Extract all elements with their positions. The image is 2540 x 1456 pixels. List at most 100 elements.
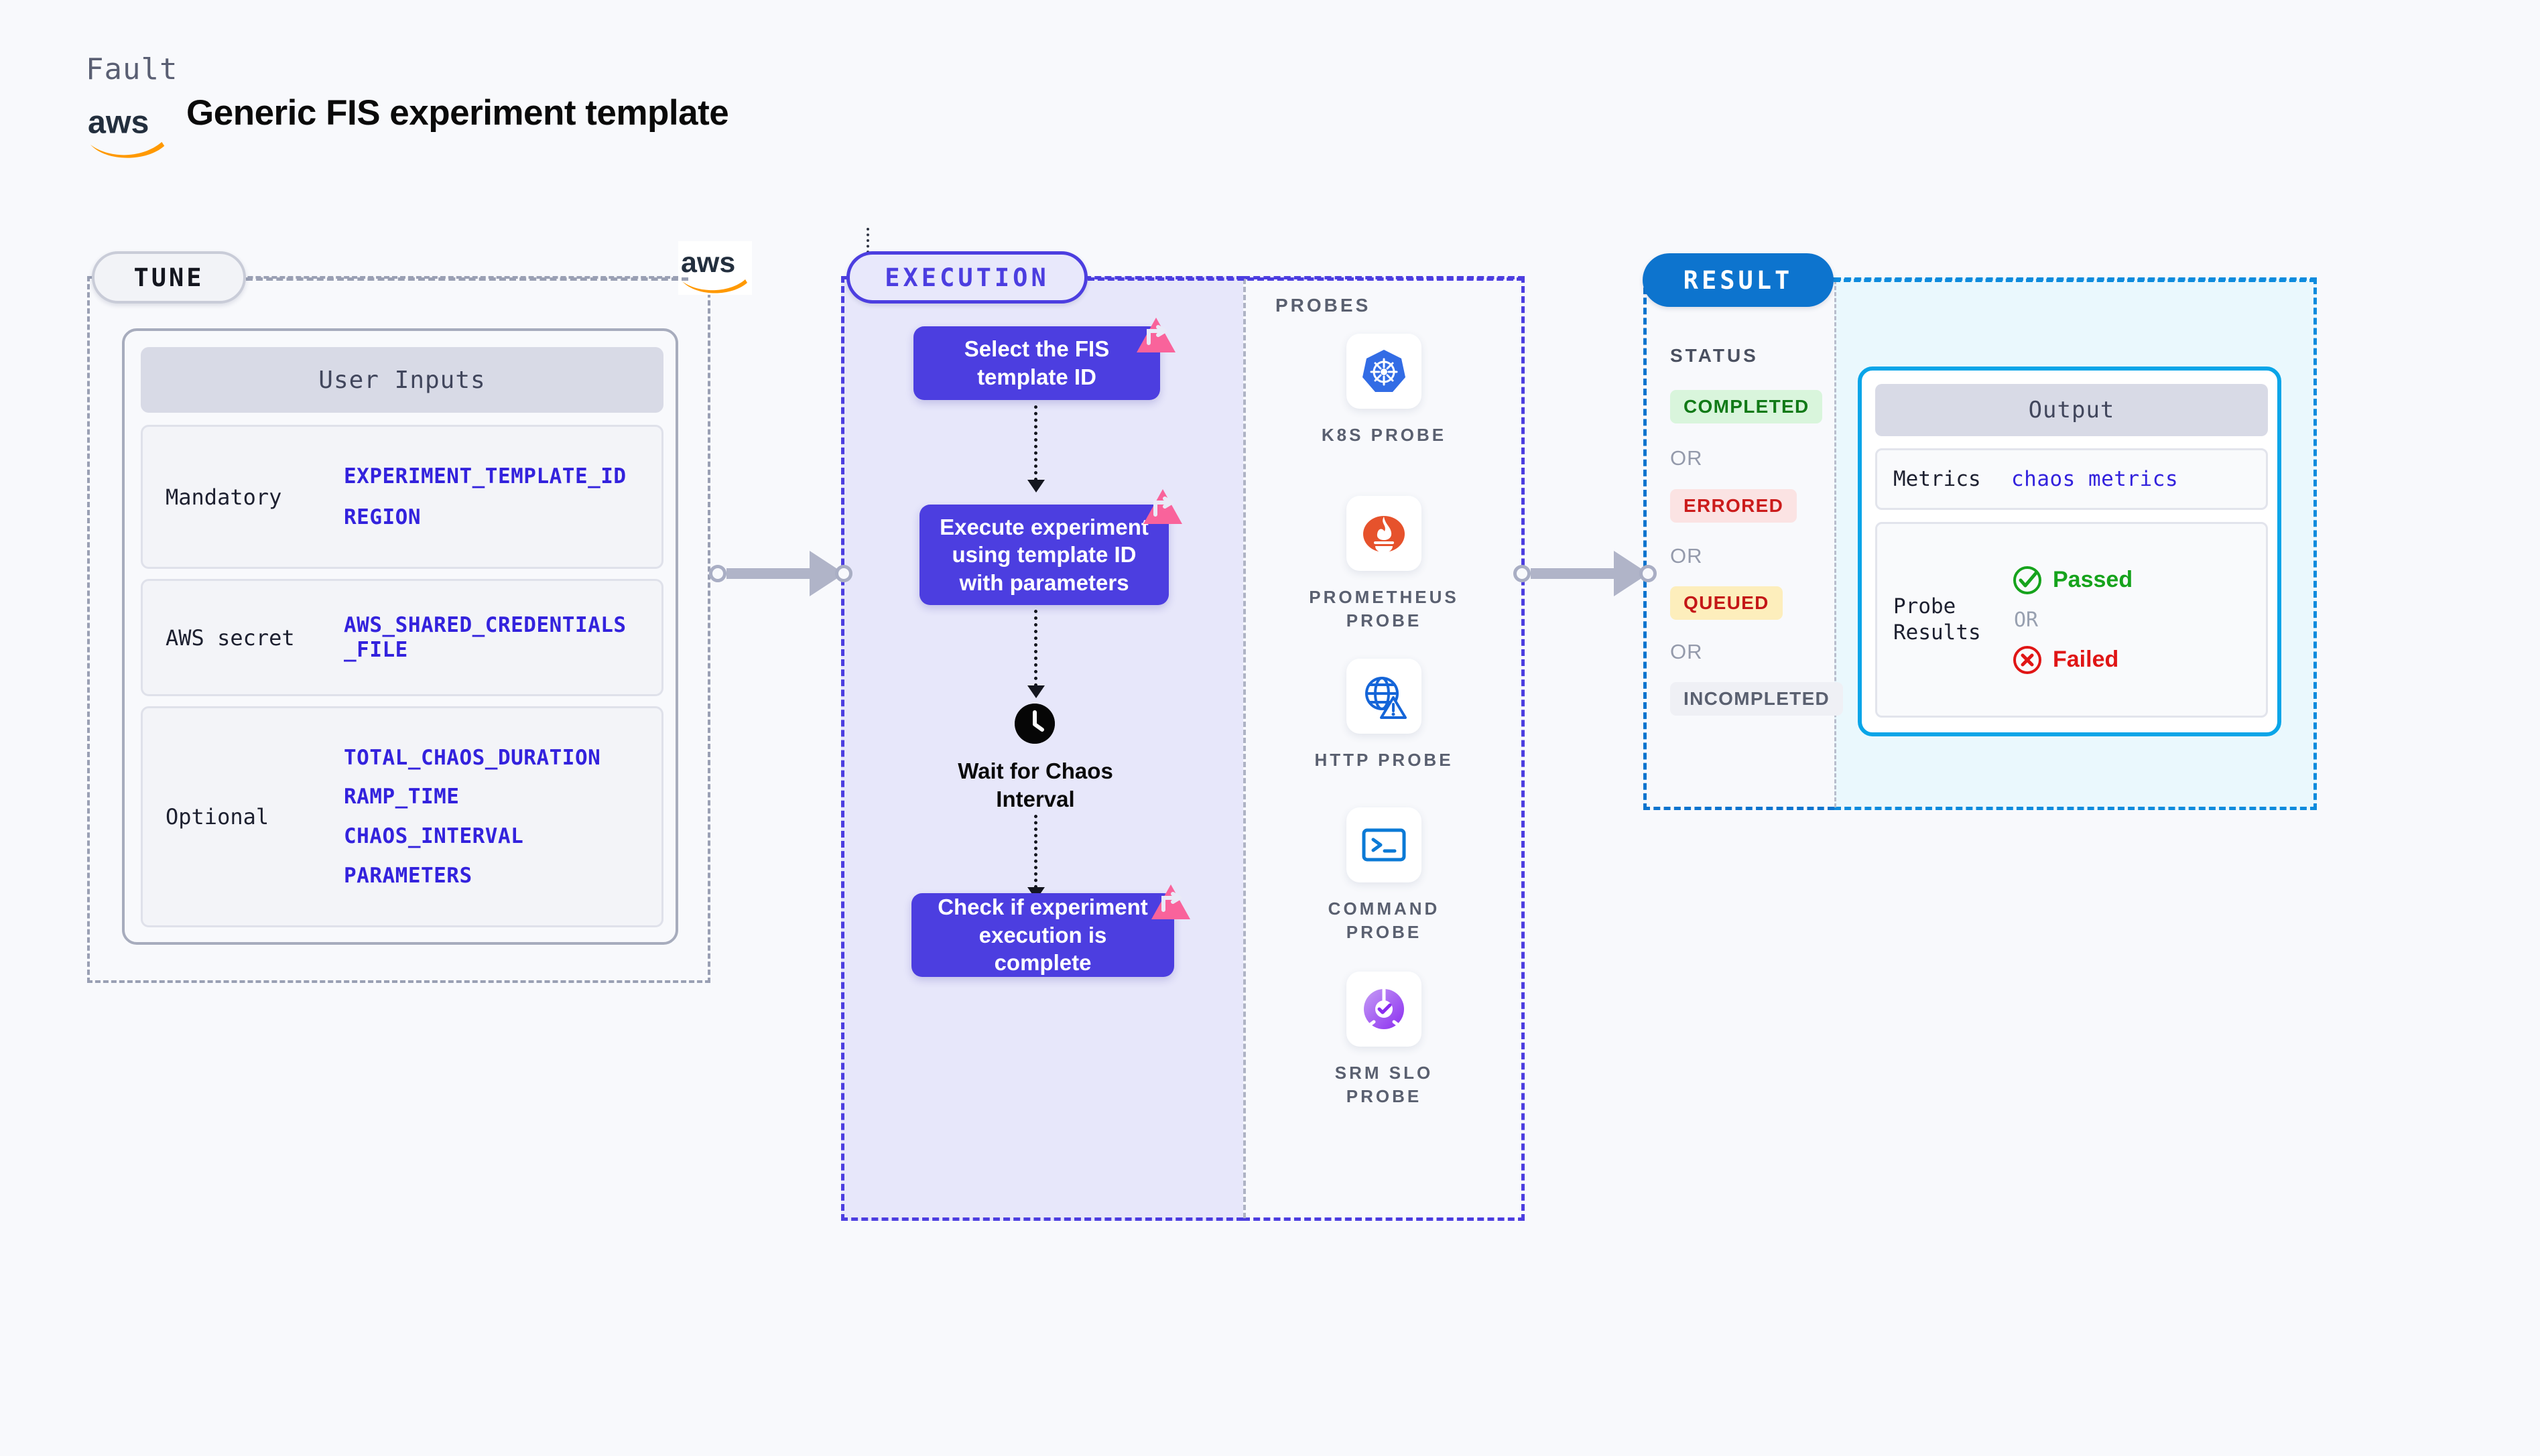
header-eyebrow: Fault [86,52,178,86]
execution-top-tick [867,228,869,253]
litmus-logo-icon [1151,884,1190,919]
result-divider [1834,280,1836,807]
probes-panel [1243,276,1525,1221]
status-chip-errored: ERRORED [1670,489,1797,523]
flow-arrowhead [1027,685,1045,698]
tune-leader-line [246,277,688,281]
probe-item-command[interactable]: COMMAND PROBE [1307,807,1461,943]
metrics-label: Metrics [1893,466,1981,491]
or-separator: OR [1670,446,1703,470]
probe-results-label: Probe Results [1893,594,1981,645]
status-title: STATUS [1670,345,1759,366]
flow-node-select-template[interactable]: Select the FIS template ID [913,326,1160,400]
connector-execution-to-result [1513,551,1657,596]
connector-tune-to-execution [709,551,852,596]
metrics-value: chaos metrics [2011,467,2179,491]
terminal-icon [1362,828,1406,862]
input-row-mandatory: Mandatory EXPERIMENT_TEMPLATE_ID REGION [141,425,663,569]
status-badge: INCOMPLETED [1670,682,1844,716]
input-row-aws-secret: AWS secret AWS_SHARED_CREDENTIALS _FILE [141,579,663,696]
probe-tile [1346,496,1421,571]
flow-connector [1034,815,1037,888]
svg-text:aws: aws [88,104,149,140]
result-badge[interactable]: RESULT [1643,253,1834,307]
aws-logo-icon: aws [88,104,165,158]
user-inputs-title: User Inputs [141,347,663,413]
or-separator: OR [1670,544,1703,568]
litmus-logo-icon [1143,489,1182,524]
status-badge: QUEUED [1670,586,1783,620]
status-chip-completed: COMPLETED [1670,390,1823,423]
probes-divider [1243,279,1246,1218]
check-circle-icon [2013,566,2041,594]
probe-tile [1346,972,1421,1047]
connector-bar [1531,568,1615,579]
connector-dot [1513,565,1531,582]
probe-tile [1346,807,1421,882]
or-separator: OR [1670,640,1703,663]
page-title: Generic FIS experiment template [186,93,729,133]
failed-label: Failed [2053,647,2119,672]
kubernetes-icon [1362,350,1405,392]
row-label: Mandatory [166,484,282,510]
output-card: Output Metrics chaos metrics Probe Resul… [1858,367,2281,736]
input-value: PARAMETERS [344,863,472,888]
flow-node-execute-experiment[interactable]: Execute experiment using template ID wit… [919,505,1169,605]
result-leader-line [1834,279,2316,282]
probe-label: COMMAND PROBE [1328,899,1440,942]
probe-item-srm-slo[interactable]: SRM SLO PROBE [1307,972,1461,1108]
input-value: REGION [344,505,421,529]
connector-dot [835,565,852,582]
input-value: RAMP_TIME [344,785,460,809]
probe-tile [1346,659,1421,734]
connector-dot [709,565,726,582]
litmus-logo-icon [1137,318,1176,352]
status-badge: ERRORED [1670,489,1797,523]
prometheus-icon [1363,516,1405,553]
probe-item-prometheus[interactable]: PROMETHEUS PROBE [1307,496,1461,632]
execution-badge[interactable]: EXECUTION [846,251,1088,304]
connector-bar [726,568,811,579]
input-value: TOTAL_CHAOS_DURATION [344,745,601,770]
probes-title: PROBES [1275,295,1371,316]
probe-item-http[interactable]: HTTP PROBE [1307,659,1461,772]
aws-logo-icon: aws [678,241,752,295]
probe-tile [1346,334,1421,409]
user-inputs-card: User Inputs Mandatory EXPERIMENT_TEMPLAT… [122,328,678,945]
probe-item-k8s[interactable]: K8S PROBE [1307,334,1461,447]
probe-label: HTTP PROBE [1314,750,1454,770]
probe-label: PROMETHEUS PROBE [1309,587,1459,631]
flow-node-check-complete[interactable]: Check if experiment execution is complet… [911,893,1174,977]
srm-slo-icon [1364,987,1404,1029]
row-label: Optional [166,804,269,830]
verdict-failed: Failed [2011,644,2133,676]
or-separator: OR [2014,608,2039,632]
output-row-probe-results: Probe Results Passed OR Failed [1875,522,2268,718]
input-value: EXPERIMENT_TEMPLATE_ID [344,464,627,488]
connector-dot [1639,565,1657,582]
flow-connector [1034,405,1037,481]
clock-icon [1015,704,1055,744]
verdict-passed: Passed [2011,564,2133,596]
execution-leader-line [1088,277,1523,281]
input-value: CHAOS_INTERVAL [344,824,524,848]
probe-label: SRM SLO PROBE [1334,1063,1434,1106]
svg-text:aws: aws [681,247,735,279]
tune-badge[interactable]: TUNE [92,251,246,304]
status-chip-incompleted: INCOMPLETED [1670,682,1844,716]
flow-connector [1034,610,1037,687]
input-value: AWS_SHARED_CREDENTIALS _FILE [344,612,627,662]
http-globe-warning-icon [1365,677,1407,719]
row-label: AWS secret [166,624,295,651]
execution-panel [841,276,1243,1221]
wait-label: Wait for Chaos Interval [958,758,1113,811]
status-badge: COMPLETED [1670,390,1823,423]
probe-label: K8S PROBE [1321,425,1447,445]
input-row-optional: Optional TOTAL_CHAOS_DURATION RAMP_TIME … [141,706,663,927]
result-panel [1643,277,1834,810]
status-chip-queued: QUEUED [1670,586,1783,620]
flow-arrowhead [1027,480,1045,492]
x-circle-icon [2013,645,2041,674]
output-title: Output [1875,384,2268,436]
